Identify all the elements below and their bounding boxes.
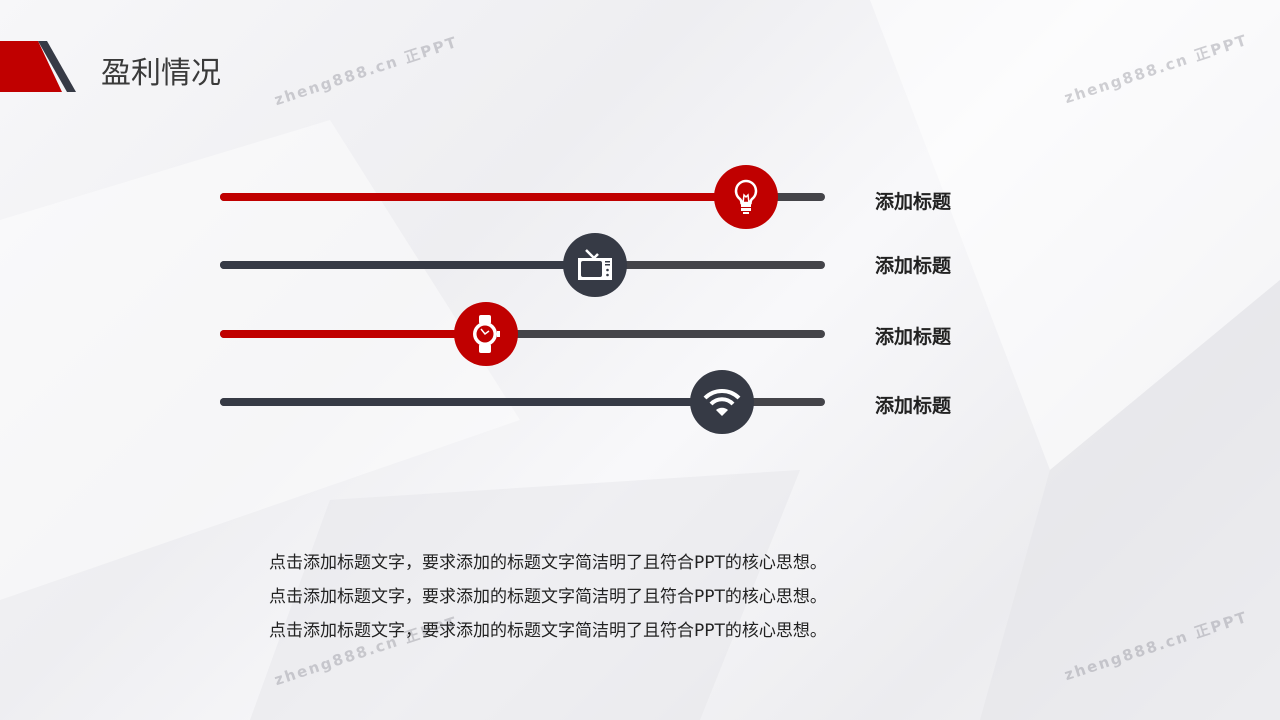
watermark: zheng888.cn 正PPT	[272, 32, 461, 110]
progress-row	[220, 165, 825, 229]
progress-knob	[563, 233, 628, 297]
watch-icon	[471, 314, 501, 354]
progress-knob	[714, 165, 779, 229]
description-line: 点击添加标题文字，要求添加的标题文字简洁明了且符合PPT的核心思想。	[269, 553, 827, 573]
watermark: zheng888.cn 正PPT	[1062, 607, 1251, 685]
progress-knob	[690, 370, 755, 434]
lightbulb-icon	[732, 179, 760, 215]
progress-row	[220, 233, 825, 297]
progress-knob	[454, 302, 519, 366]
row-label: 添加标题	[875, 191, 952, 213]
progress-fill	[220, 193, 747, 201]
wifi-icon	[702, 387, 742, 417]
description-line: 点击添加标题文字，要求添加的标题文字简洁明了且符合PPT的核心思想。	[269, 621, 827, 641]
progress-fill	[220, 398, 723, 406]
progress-row	[220, 302, 825, 366]
tv-icon	[576, 248, 614, 282]
progress-fill	[220, 261, 596, 269]
page-title: 盈利情况	[101, 56, 221, 91]
progress-row	[220, 370, 825, 434]
row-label: 添加标题	[875, 255, 952, 277]
description-line: 点击添加标题文字，要求添加的标题文字简洁明了且符合PPT的核心思想。	[269, 587, 827, 607]
row-label: 添加标题	[875, 395, 952, 417]
progress-track	[220, 330, 825, 338]
progress-fill	[220, 330, 487, 338]
row-label: 添加标题	[875, 326, 952, 348]
watermark: zheng888.cn 正PPT	[1062, 30, 1251, 108]
